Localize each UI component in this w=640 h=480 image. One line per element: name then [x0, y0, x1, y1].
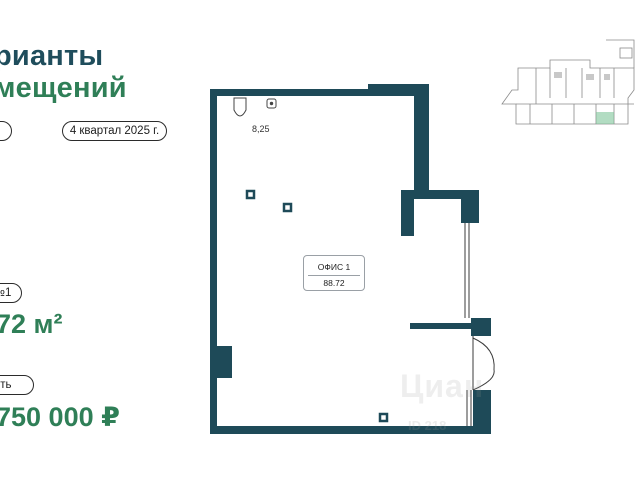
lot-number-pill: №1 [0, 283, 22, 303]
plan-sink [266, 98, 277, 109]
page-title-line2: мещений [0, 72, 127, 104]
watermark-logo: Циан [400, 368, 485, 404]
unit-price: 750 000 ₽ [0, 402, 120, 432]
price-label-pill: сть [0, 375, 34, 395]
plan-walls [210, 84, 491, 434]
plan-door [472, 336, 495, 391]
watermark-id: ID 218 [408, 418, 447, 433]
building-mini-plan [501, 39, 635, 125]
plan-columns [245, 189, 389, 423]
floor-plan [210, 84, 495, 434]
tag-pill: 1 [0, 121, 12, 141]
office-name: ОФИС 1 [317, 262, 351, 272]
unit-area: 72 м² [0, 309, 63, 339]
plan-toilet [233, 97, 247, 117]
quarter-pill: 4 квартал 2025 г. [62, 121, 167, 141]
office-label-box: ОФИС 1 88.72 [303, 255, 365, 291]
office-area: 88.72 [323, 278, 345, 288]
plan-window [464, 223, 472, 426]
office-divider [308, 275, 360, 276]
wc-area-label: 8,25 [252, 124, 270, 134]
page-title-line1: рианты [0, 40, 104, 72]
